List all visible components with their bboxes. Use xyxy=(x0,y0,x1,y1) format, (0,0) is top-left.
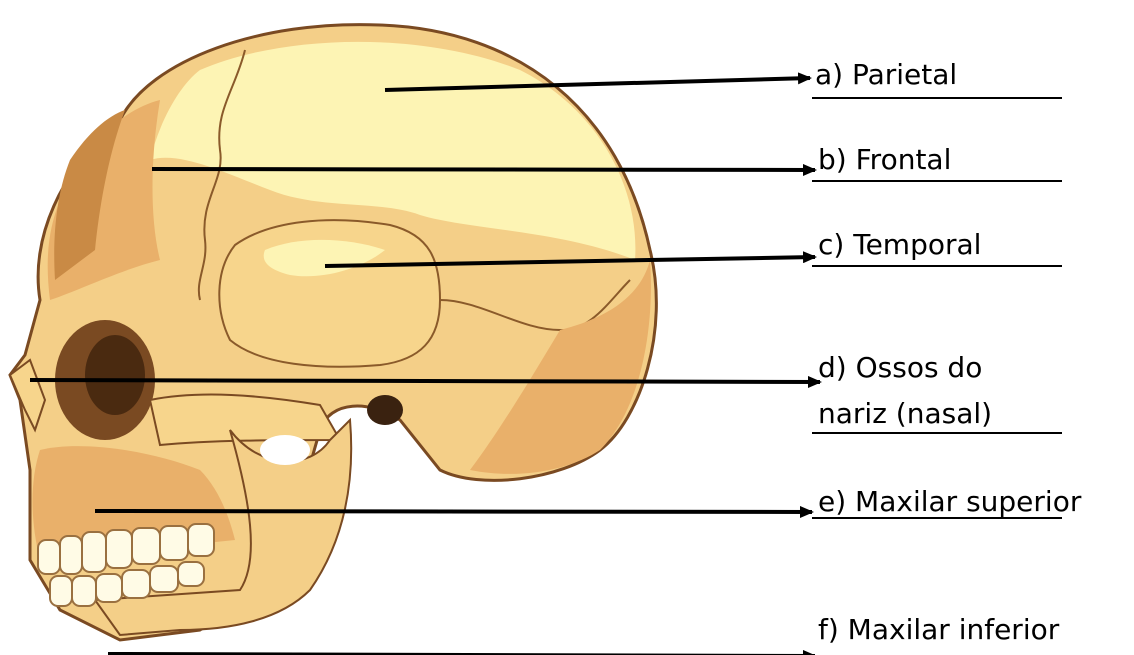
ear-canal xyxy=(367,395,403,425)
answer-line-b xyxy=(812,180,1062,182)
arrow-d xyxy=(30,380,820,382)
label-temporal: c) Temporal xyxy=(818,225,981,265)
answer-line-e xyxy=(812,517,1062,519)
answer-line-d xyxy=(812,432,1062,434)
mandible-notch xyxy=(260,435,310,465)
label-maxilar-superior: e) Maxilar superior xyxy=(818,482,1081,522)
label-nasal-line2: nariz (nasal) xyxy=(818,394,992,434)
orbit-inner xyxy=(85,335,145,415)
label-maxilar-inferior: f) Maxilar inferior xyxy=(818,610,1059,650)
label-frontal: b) Frontal xyxy=(818,140,951,180)
answer-line-a xyxy=(812,97,1062,99)
arrow-e xyxy=(95,511,812,512)
label-parietal: a) Parietal xyxy=(815,55,957,95)
arrow-b xyxy=(152,169,815,170)
answer-line-c xyxy=(812,265,1062,267)
label-nasal-line1: d) Ossos do xyxy=(818,348,982,388)
